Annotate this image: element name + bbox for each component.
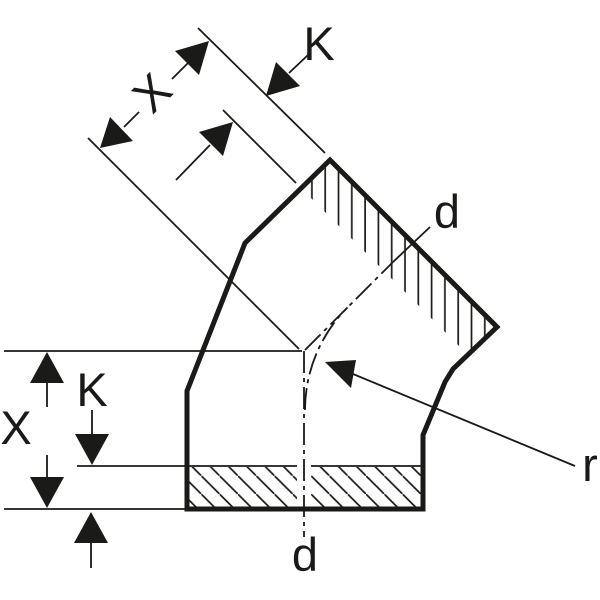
dim-k-top: K [175, 17, 335, 181]
dim-tail [288, 54, 309, 74]
label-k-bottom: K [76, 363, 107, 416]
pipe-contour [184, 156, 501, 512]
extension-lines [4, 27, 326, 510]
diameter-bottom: d [292, 528, 318, 581]
arrow-up-right-icon [175, 41, 209, 75]
dim-x-vertical: X [0, 352, 64, 508]
arrow-up-icon [74, 512, 108, 543]
ext-line-top-face [197, 27, 326, 154]
ext-line-bend-center-diagonal [87, 137, 300, 350]
label-d-bottom: d [292, 528, 318, 581]
label-r: r [582, 438, 598, 491]
d-leader-top [392, 226, 431, 263]
dim-k-bottom: K [74, 363, 109, 568]
arrow-up-left-icon [325, 360, 356, 388]
arrow-down-icon [75, 434, 109, 465]
ext-line-top-socket-depth [222, 109, 297, 184]
socket-hatch-top [306, 160, 496, 355]
arrow-up-icon [30, 352, 64, 383]
centerline-diagonal [304, 261, 394, 351]
label-d-top: d [434, 185, 460, 238]
arrow-down-icon [30, 477, 64, 508]
arrow-up-right-icon [199, 122, 233, 156]
dim-tail [123, 111, 140, 128]
dim-x-diagonal: X [100, 41, 209, 148]
centerlines [303, 261, 394, 537]
label-x-diagonal: X [122, 63, 182, 123]
dim-tail [175, 144, 211, 181]
arrow-down-left-icon [100, 117, 133, 148]
label-k-top: K [303, 17, 334, 70]
pipe-outline [184, 156, 501, 512]
diameter-top: d [392, 185, 460, 263]
radius-callout: r [325, 360, 598, 491]
r-leader [352, 373, 576, 467]
hatch-area-top-socket [306, 160, 496, 355]
dim-tail [171, 60, 191, 80]
label-x-vertical: X [0, 401, 31, 454]
bend-radius-arc [304, 306, 349, 411]
arrow-down-left-icon [266, 62, 300, 96]
